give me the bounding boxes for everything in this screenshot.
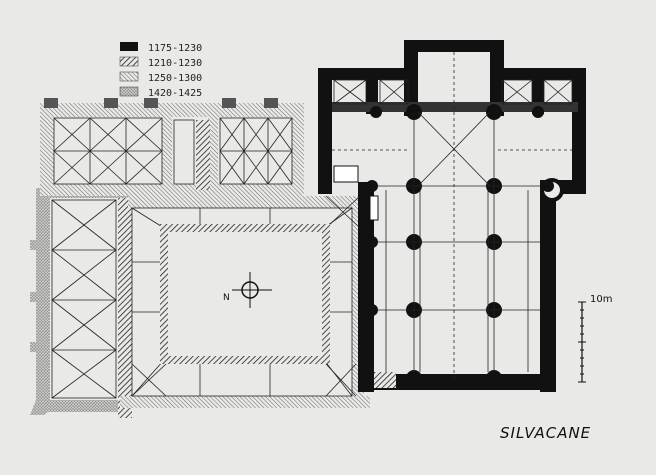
scale-bar: 10m [578,294,612,383]
cloister [120,195,370,408]
legend-swatch-stipple [119,86,139,97]
north-range-vaults [53,117,293,185]
west-range-vaults [51,199,117,399]
legend-swatch-fine-hatch [119,71,139,82]
legend-label-4: 1420-1425 [148,88,202,99]
north-arrow: N [223,272,272,308]
legend-label-1: 1175-1230 [148,43,202,54]
legend-swatch-hatch [119,56,139,67]
church [318,40,586,392]
legend-label-2: 1210-1230 [148,58,202,69]
legend: 1175-1230 1210-1230 1250-1300 1420-1425 [119,42,202,99]
west-range [30,188,132,418]
church-piers [366,104,554,386]
chapter-house-range [40,98,304,196]
legend-swatch-solid [120,42,138,51]
church-vaults [332,52,573,380]
scale-label: 10m [590,294,612,305]
north-label: N [223,293,230,303]
legend-label-3: 1250-1300 [148,73,202,84]
plan-caption: SILVACANE [500,424,591,442]
scale-bar-ticks [578,301,586,383]
